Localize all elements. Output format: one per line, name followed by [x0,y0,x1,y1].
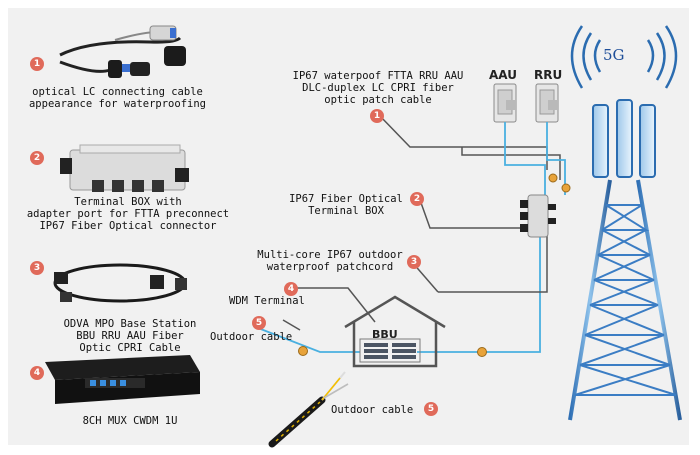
5g-label: 5G [603,46,625,64]
bbu-label: BBU [372,328,398,341]
item-3-caption: ODVA MPO Base Station BBU RRU AAU Fiber … [63,318,197,354]
callout-5-badge: 5 [252,316,266,330]
callout-4-badge: 4 [284,282,298,296]
callout-2-badge: 2 [410,192,424,206]
callout-3-text: Multi-core IP67 outdoor waterproof patch… [257,249,403,273]
outdoor-cable-image [268,371,349,448]
terminal-box-image [60,144,189,192]
terminal-box-on-tower [520,194,556,238]
callout-1-badge: 1 [370,109,384,123]
callout-4-text: WDM Terminal [229,295,305,307]
outdoor-cable-caption: Outdoor cable [331,404,414,416]
splice-markers [298,173,571,357]
item-2-badge: 2 [30,151,44,165]
callout-5-text: Outdoor cable [210,331,293,343]
item-1-caption: optical LC connecting cable appearance f… [28,86,206,110]
rru-unit [535,83,559,123]
item-2-caption: Terminal BOX with adapter port for FTTA … [26,196,230,232]
rru-label: RRU [534,68,563,82]
aau-label: AAU [489,68,517,82]
item-4-badge: 4 [30,366,44,380]
5g-tower [568,25,682,421]
callout-3-badge: 3 [407,255,421,269]
outdoor-cable-badge: 5 [424,402,438,416]
item-1-badge: 1 [30,57,44,71]
cwdm-mux-image [45,355,200,404]
lc-cable-image [59,25,186,78]
item-3-badge: 3 [30,261,44,275]
callout-1-text: IP67 waterpoof FTTA RRU AAU DLC-duplex L… [292,70,464,106]
aau-unit [493,83,517,123]
mpo-cable-image [53,263,187,303]
bbu-house [344,295,446,368]
callout-2-text: IP67 Fiber Optical Terminal BOX [289,193,403,217]
fiber-links [257,115,566,353]
item-4-caption: 8CH MUX CWDM 1U [82,415,178,427]
